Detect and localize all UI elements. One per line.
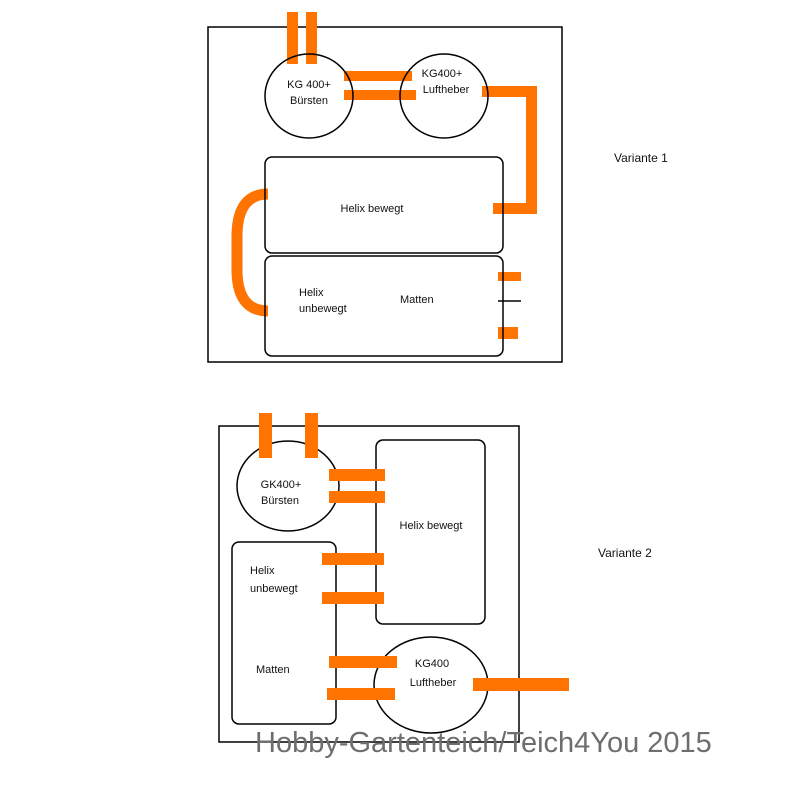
airlift-label-line2: Luftheber	[410, 677, 457, 689]
helix-static-label-line1: Helix	[299, 287, 324, 299]
helix-static-label-line2: unbewegt	[250, 583, 298, 595]
airlift-label-line1: KG400	[415, 658, 449, 670]
pipe-inlet-right	[306, 12, 317, 64]
variant-2-title: Variante 2	[598, 546, 652, 560]
filter-brushes-circle	[264, 53, 354, 139]
pipe-inlet-right	[305, 413, 318, 458]
pipe-connector-bottom	[344, 90, 416, 100]
helix-static-mats-box	[231, 541, 337, 725]
pipe-outlet	[473, 678, 569, 691]
pipe-connector-4	[322, 592, 384, 604]
pipe-bypass-curve	[231, 188, 269, 317]
pipe-connector-6	[327, 688, 395, 700]
variant-1-frame	[207, 26, 563, 363]
pipe-connector-1	[329, 469, 385, 481]
watermark-text: Hobby-Gartenteich/Teich4You 2015	[255, 727, 712, 759]
variant-1-pipes	[287, 12, 537, 339]
pipe-stub-bottom	[498, 327, 518, 339]
pipe-connector-5	[329, 656, 397, 668]
filter-brushes-label-line2: Bürsten	[261, 495, 299, 507]
variant-1-title: Variante 1	[614, 151, 668, 165]
variant-2-frame	[218, 425, 520, 743]
pipe-connector-2	[329, 491, 385, 503]
helix-static-label-line2: unbewegt	[299, 303, 347, 315]
airlift-label-line1: KG400+	[422, 68, 463, 80]
helix-moving-label: Helix bewegt	[400, 520, 463, 532]
pipe-airlift-outlet	[482, 86, 537, 97]
mats-label: Matten	[256, 664, 290, 676]
filter-brushes-label-line1: KG 400+	[287, 79, 331, 91]
pipe-inlet-left	[259, 413, 272, 458]
variant-2: GK400+ Bürsten Helix bewegt Helix unbewe…	[218, 413, 652, 743]
pipe-stub-top	[498, 272, 521, 281]
airlift-circle	[399, 53, 489, 139]
helix-moving-box	[264, 156, 504, 254]
helix-moving-label: Helix bewegt	[341, 203, 404, 215]
variant-2-pipes	[259, 413, 569, 700]
pipe-riser	[526, 86, 537, 214]
filter-brushes-circle	[236, 440, 340, 532]
filter-brushes-label-line1: GK400+	[261, 479, 302, 491]
filter-brushes-label-line2: Bürsten	[290, 95, 328, 107]
helix-static-mats-box	[264, 255, 504, 357]
mats-label: Matten	[400, 294, 434, 306]
pipe-connector-3	[322, 553, 384, 565]
pipe-connector-top	[344, 71, 412, 81]
pipe-inlet-left	[287, 12, 298, 64]
helix-static-label-line1: Helix	[250, 565, 275, 577]
pipe-helix-inlet	[493, 203, 537, 214]
airlift-label-line2: Luftheber	[423, 84, 470, 96]
variant-1: KG 400+ Bürsten KG400+ Luftheber Helix b…	[207, 12, 668, 363]
helix-moving-box	[375, 439, 486, 625]
